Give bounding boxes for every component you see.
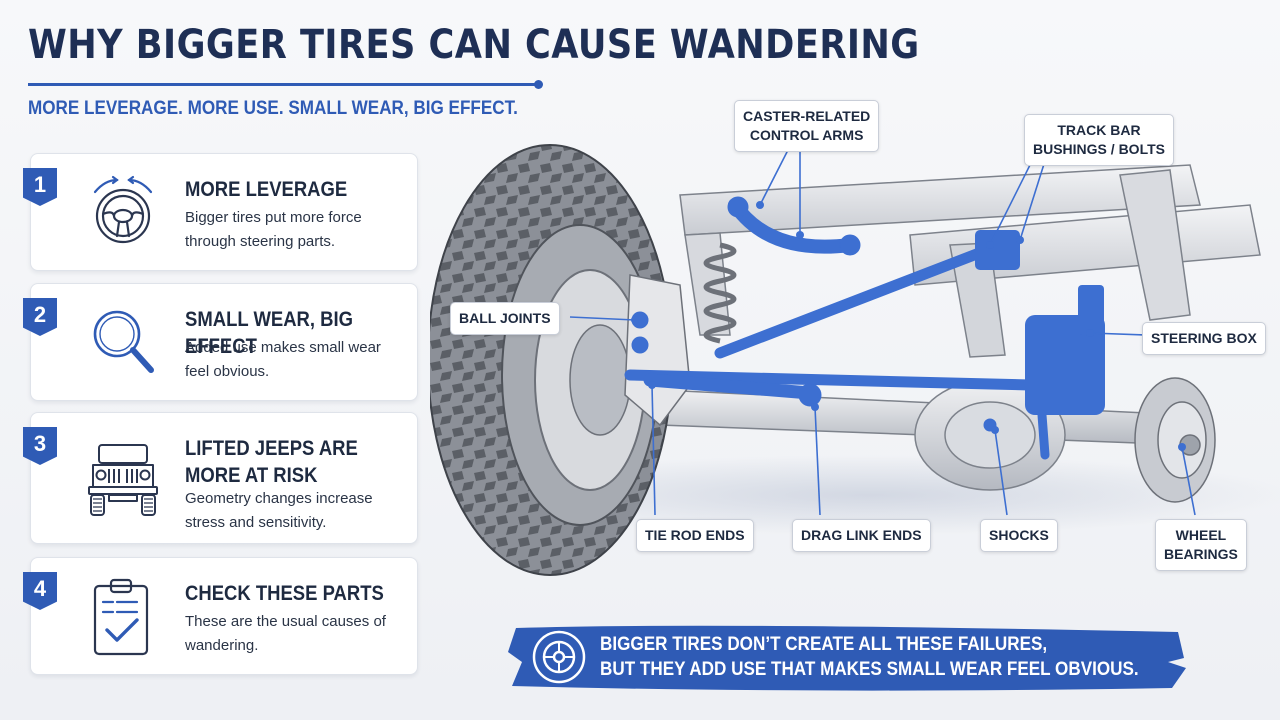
card-small-wear: 2 SMALL WEAR, BIG EFFECT Added use makes… <box>23 283 418 401</box>
card-description: Added use makes small wear feel obvious. <box>185 339 381 380</box>
callout-shocks: SHOCKS <box>980 519 1058 552</box>
steering-wheel-icon <box>93 175 153 244</box>
callout-steering-box: STEERING BOX <box>1142 322 1266 355</box>
title-underline-dot <box>534 80 543 89</box>
banner-text: BIGGER TIRES DON’T CREATE ALL THESE FAIL… <box>600 632 1139 682</box>
steering-box-shaft <box>1078 285 1104 335</box>
callout-tie-rod-ends: TIE ROD ENDS <box>636 519 754 552</box>
right-hub <box>1134 377 1216 503</box>
card-number-badge: 1 <box>23 168 57 206</box>
tire <box>430 144 673 576</box>
magnifying-glass-icon <box>93 310 154 373</box>
pitman-arm <box>1037 410 1050 460</box>
banner-brush-background <box>508 625 1186 691</box>
drag-link-end <box>798 383 822 407</box>
title-underline <box>28 83 538 86</box>
callout-line: BEARINGS <box>1164 546 1238 562</box>
steering-box-body <box>1025 315 1105 415</box>
card-number-badge: 3 <box>23 427 57 465</box>
card-lifted-jeeps: 3 LIFTED JEEPS ARE MORE AT RISK Geometry… <box>23 412 418 544</box>
callout-drag-link-ends: DRAG LINK ENDS <box>792 519 931 552</box>
card-more-leverage: 1 MORE LEVERAGE Bigger tires put more fo… <box>23 153 418 271</box>
callout-line: WHEEL <box>1175 527 1227 543</box>
card-description: Geometry changes increase stress and sen… <box>185 490 373 531</box>
card-number-badge: 4 <box>23 572 57 610</box>
callout-line: CASTER-RELATED <box>743 108 871 124</box>
highlighted-parts <box>624 196 1105 460</box>
tire-icon <box>532 630 586 684</box>
coil-spring <box>703 242 737 344</box>
jeep-icon <box>88 444 158 516</box>
card-title: MORE LEVERAGE <box>185 178 348 201</box>
control-arm-bushing <box>727 196 749 218</box>
card-description: These are the usual causes of wandering. <box>185 613 386 654</box>
callout-track-bar: TRACK BAR BUSHINGS / BOLTS <box>1024 114 1174 166</box>
suspension-diagram <box>430 144 1280 576</box>
card-description: Bigger tires put more force through stee… <box>185 209 362 250</box>
page-subtitle: MORE LEVERAGE. MORE USE. SMALL WEAR, BIG… <box>28 98 518 119</box>
card-title: CHECK THESE PARTS <box>185 582 384 605</box>
card-check-parts: 4 CHECK THESE PARTS These are the usual … <box>23 557 418 675</box>
callout-line: CONTROL ARMS <box>749 127 864 143</box>
ball-joint <box>631 336 649 354</box>
drag-link <box>643 373 817 400</box>
control-arm-bushing <box>839 234 861 256</box>
tie-rod <box>624 369 1036 391</box>
callout-caster-control-arms: CASTER-RELATED CONTROL ARMS <box>734 100 880 152</box>
callout-ball-joints: BALL JOINTS <box>450 302 560 335</box>
page-title: WHY BIGGER TIRES CAN CAUSE WANDERING <box>28 22 920 68</box>
track-bar-bracket <box>975 230 1020 270</box>
clipboard-check-icon <box>93 578 149 656</box>
banner-line: BUT THEY ADD USE THAT MAKES SMALL WEAR F… <box>600 659 1139 680</box>
callout-line: TRACK BAR <box>1057 122 1141 138</box>
bottom-banner: BIGGER TIRES DON’T CREATE ALL THESE FAIL… <box>508 622 1188 694</box>
callout-dots <box>631 201 1186 451</box>
card-title: LIFTED JEEPS ARE MORE AT RISK <box>185 437 358 487</box>
ground-shadow <box>450 455 1280 535</box>
banner-line: BIGGER TIRES DON’T CREATE ALL THESE FAIL… <box>600 634 1048 655</box>
track-bar <box>714 239 1006 359</box>
card-number-badge: 2 <box>23 298 57 336</box>
callout-line: BUSHINGS / BOLTS <box>1033 141 1165 157</box>
card-title: SMALL WEAR, BIG EFFECT <box>185 308 354 358</box>
callout-wheel-bearings: WHEEL BEARINGS <box>1155 519 1247 571</box>
